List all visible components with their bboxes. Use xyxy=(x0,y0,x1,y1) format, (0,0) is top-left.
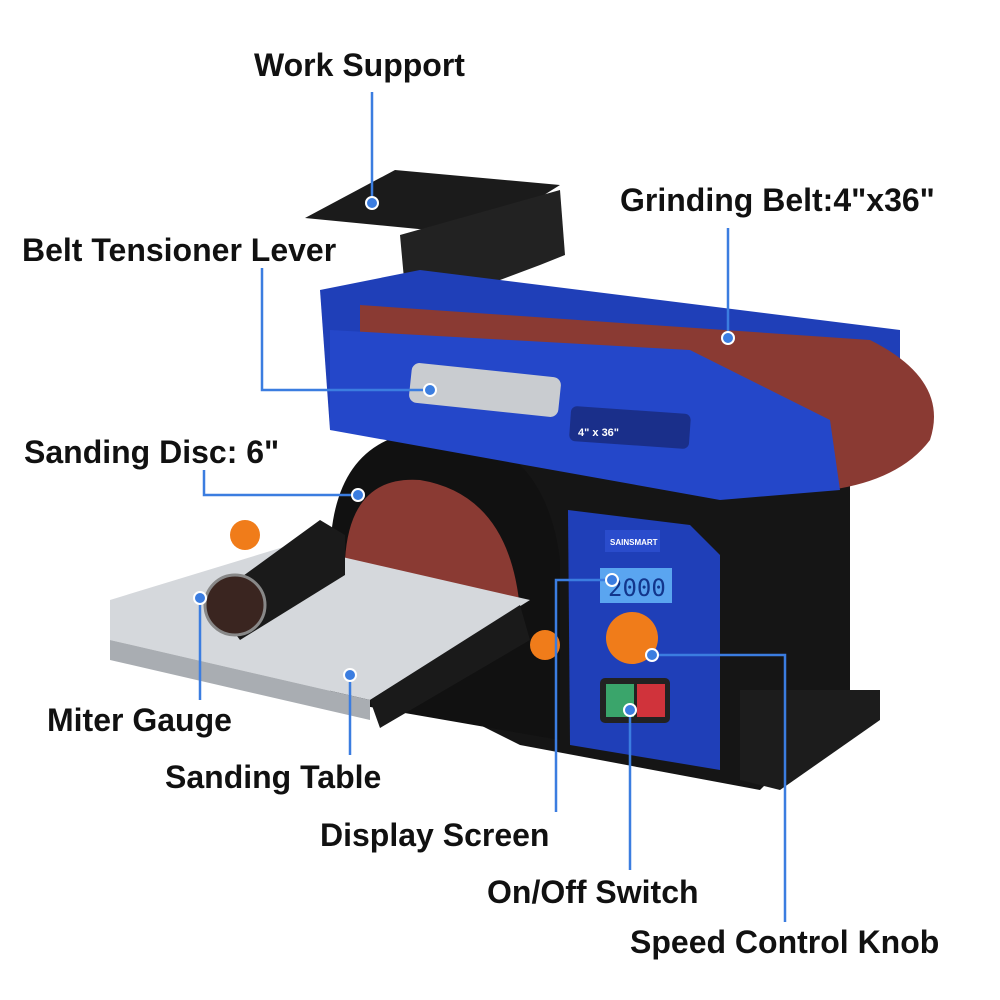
label-sanding-table: Sanding Table xyxy=(165,759,382,795)
off-button xyxy=(637,684,665,717)
dot-work-support xyxy=(365,196,379,210)
base-plate xyxy=(740,690,880,790)
brand-logo-text: SAINSMART xyxy=(610,538,658,547)
dot-sanding-table xyxy=(343,668,357,682)
label-display-screen: Display Screen xyxy=(320,817,550,853)
dot-sanding-disc xyxy=(351,488,365,502)
label-sanding-disc: Sanding Disc: 6" xyxy=(24,434,280,470)
dot-grinding-belt xyxy=(721,331,735,345)
table-knob xyxy=(530,630,560,660)
label-miter-gauge: Miter Gauge xyxy=(47,702,232,738)
leader-lines xyxy=(198,92,787,922)
miter-knob xyxy=(230,520,260,550)
label-work-support: Work Support xyxy=(254,47,465,83)
label-belt-tensioner: Belt Tensioner Lever xyxy=(22,232,337,268)
table-bracket xyxy=(370,605,530,728)
work-support-bracket xyxy=(400,190,565,295)
speed-control-knob xyxy=(606,612,658,664)
dot-belt-tensioner xyxy=(423,383,437,397)
leader-sanding-disc xyxy=(202,470,358,497)
leader-belt-tensioner xyxy=(260,268,430,392)
leader-dots xyxy=(193,196,735,717)
leader-display-screen xyxy=(554,578,612,812)
dot-on-off xyxy=(623,703,637,717)
brand-logo xyxy=(605,530,660,552)
belt-tensioner-lever xyxy=(409,363,561,417)
miter-gauge-dial xyxy=(203,573,267,637)
sanding-table-edge xyxy=(110,640,370,720)
dot-miter-gauge xyxy=(193,591,207,605)
dot-display-screen xyxy=(605,573,619,587)
label-on-off-switch: On/Off Switch xyxy=(487,874,699,910)
label-grinding-belt: Grinding Belt:4"x36" xyxy=(620,182,935,218)
label-speed-knob: Speed Control Knob xyxy=(630,924,940,960)
leader-speed-knob xyxy=(652,653,787,922)
belt-marking-plate xyxy=(569,406,691,449)
belt-marking: 4" x 36" xyxy=(578,427,619,439)
dot-speed-knob xyxy=(645,648,659,662)
